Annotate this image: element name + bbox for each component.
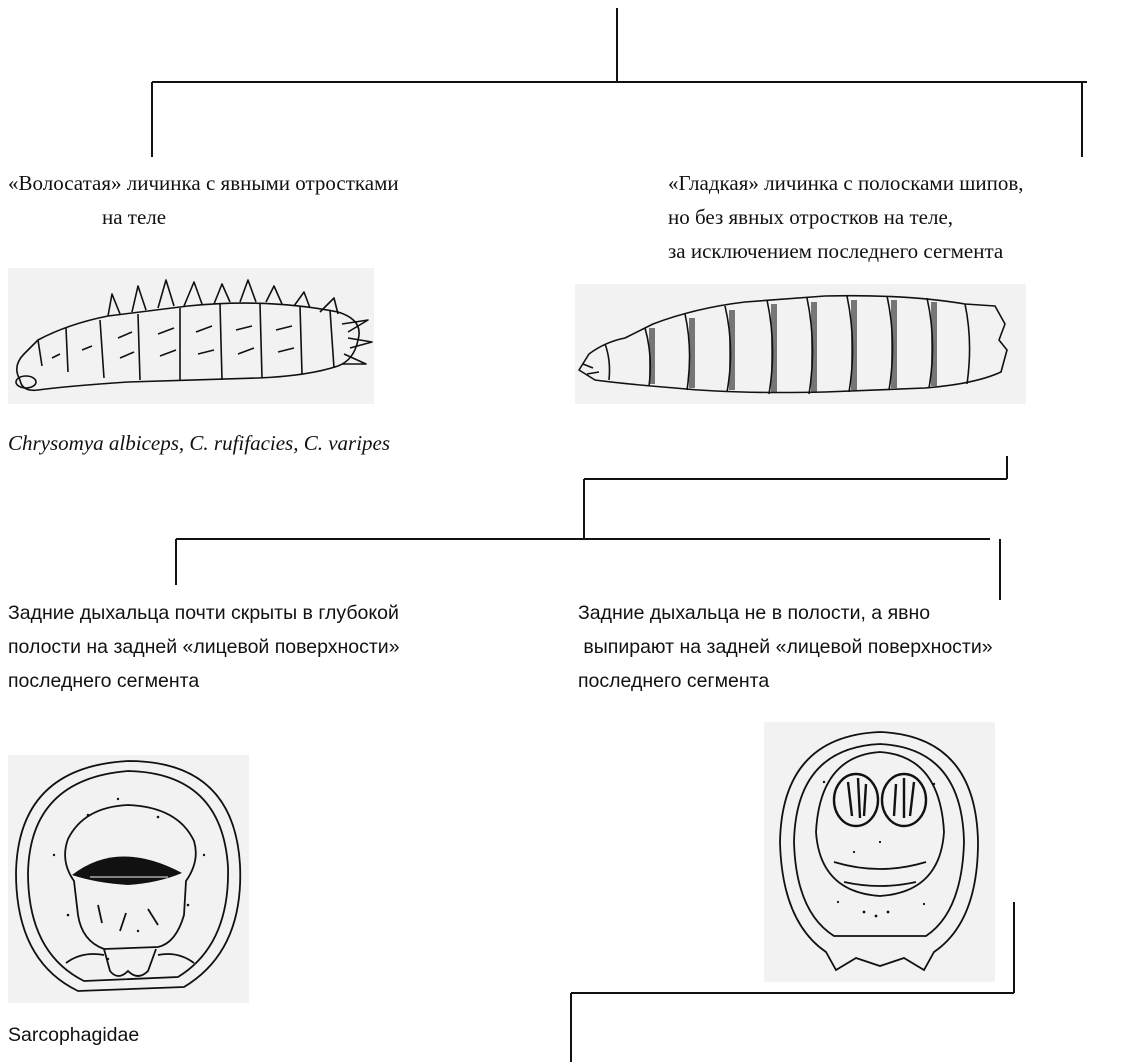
hidden-spiracles-line-3: последнего сегмента (8, 664, 400, 698)
smooth-larva-line-2: но без явных отростков на теле, (668, 200, 1024, 234)
sarcophagidae-posterior-drawing (8, 755, 249, 1003)
exposed-spiracles-posterior-illustration (764, 722, 995, 982)
hairy-larva-illustration (8, 268, 374, 404)
sarcophagidae-posterior-illustration (8, 755, 249, 1003)
hairy-larva-description: «Волосатая» личинка с явными отростками … (8, 166, 399, 234)
hairy-larva-line-2: на теле (8, 200, 399, 234)
smooth-larva-line-3: за исключением последнего сегмента (668, 234, 1024, 268)
hidden-spiracles-line-1: Задние дыхальца почти скрыты в глубокой (8, 596, 400, 630)
smooth-larva-drawing (575, 284, 1026, 404)
spine-band-texture (649, 300, 937, 392)
exposed-spiracles-posterior-drawing (764, 722, 995, 982)
exposed-spiracles-description: Задние дыхальца не в полости, а явно вып… (578, 596, 993, 698)
posterior-spiracle-plates (834, 774, 926, 826)
smooth-larva-line-1: «Гладкая» личинка с полосками шипов, (668, 166, 1024, 200)
exposed-spiracles-line-3: последнего сегмента (578, 664, 993, 698)
exposed-spiracles-line-2: выпирают на задней «лицевой поверхности» (578, 630, 993, 664)
sarcophagidae-taxon: Sarcophagidae (8, 1018, 139, 1052)
smooth-larva-illustration (575, 284, 1026, 404)
spiracle-cavity (72, 856, 182, 885)
smooth-larva-description: «Гладкая» личинка с полосками шипов, но … (668, 166, 1024, 268)
hidden-spiracles-description: Задние дыхальца почти скрыты в глубокой … (8, 596, 400, 698)
left-spiracle (834, 774, 878, 826)
hairy-larva-line-1: «Волосатая» личинка с явными отростками (8, 166, 399, 200)
hairy-larva-taxon: Chrysomya albiceps, C. rufifacies, C. va… (8, 426, 390, 460)
exposed-spiracles-line-1: Задние дыхальца не в полости, а явно (578, 596, 993, 630)
hidden-spiracles-line-2: полости на задней «лицевой поверхности» (8, 630, 400, 664)
hairy-larva-drawing (8, 268, 374, 404)
